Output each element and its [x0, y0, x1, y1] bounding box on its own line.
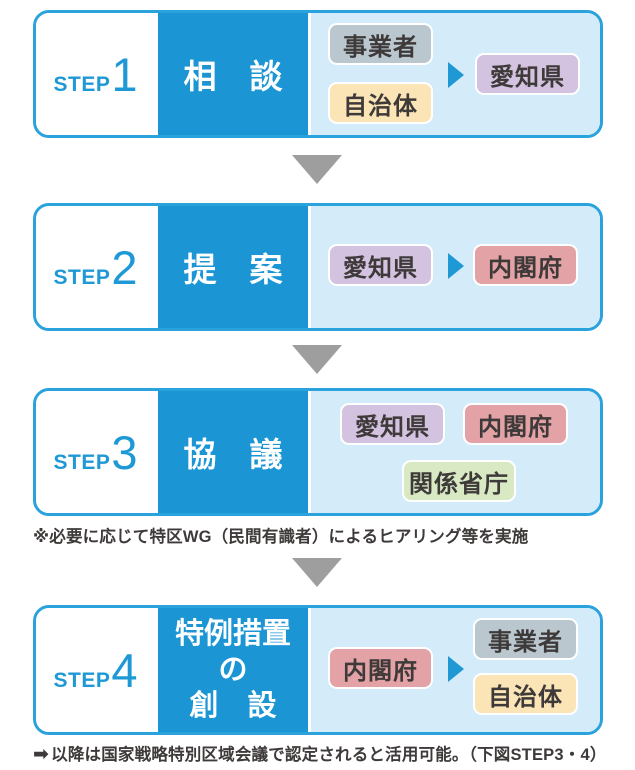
down-arrow-icon — [292, 558, 342, 587]
step4-title-line1: 特例措置 — [174, 617, 291, 650]
step2-title: 提 案 — [158, 206, 308, 328]
step-number: 4 — [111, 643, 138, 697]
down-arrow-icon — [292, 155, 342, 184]
footer-note-text: 以降は国家戦略特別区域会議で認定されると活用可能。（下図STEP3・4） — [51, 746, 607, 764]
step4-title: 特例措置 の 創 設 — [158, 608, 308, 732]
step-word: STEP — [53, 450, 111, 474]
step-word: STEP — [53, 668, 111, 692]
step-word: STEP — [53, 265, 111, 289]
step3-title: 協 議 — [158, 391, 308, 513]
step4-title-line2: の — [218, 653, 248, 686]
entity-related-ministries: 関係省庁 — [402, 460, 516, 502]
step1-panel: 事業者 自治体 愛知県 — [311, 13, 600, 135]
entity-business: 事業者 — [473, 618, 578, 660]
step-number: 2 — [111, 240, 138, 294]
step4-panel: 内閣府 事業者 自治体 — [311, 608, 600, 732]
step1-title: 相 談 — [158, 13, 308, 135]
step-number: 3 — [111, 425, 138, 479]
entity-municipality: 自治体 — [473, 673, 578, 715]
step-word: STEP — [53, 72, 111, 96]
flow-right-arrow-icon — [448, 656, 464, 682]
flow-right-arrow-icon — [448, 62, 464, 88]
right-arrow-icon: ➡ — [33, 744, 50, 765]
entity-cabinet-office: 内閣府 — [463, 403, 568, 445]
wg-hearing-note: ※必要に応じて特区WG（民間有識者）によるヒアリング等を実施 — [33, 528, 529, 546]
step3-panel: 愛知県 内閣府 関係省庁 — [311, 391, 600, 513]
step4-title-line3: 創 設 — [189, 690, 277, 723]
entity-cabinet-office: 内閣府 — [328, 647, 433, 689]
step-number: 1 — [111, 47, 138, 101]
entity-municipality: 自治体 — [328, 82, 433, 124]
entity-business: 事業者 — [328, 23, 433, 65]
down-arrow-icon — [292, 345, 342, 374]
entity-cabinet-office: 内閣府 — [473, 244, 578, 286]
entity-aichi: 愛知県 — [328, 244, 433, 286]
entity-aichi: 愛知県 — [475, 53, 580, 95]
step2-panel: 愛知県 内閣府 — [311, 206, 600, 328]
footer-note: ➡以降は国家戦略特別区域会議で認定されると活用可能。（下図STEP3・4） — [33, 741, 607, 766]
flow-right-arrow-icon — [448, 253, 464, 279]
entity-aichi: 愛知県 — [340, 403, 445, 445]
